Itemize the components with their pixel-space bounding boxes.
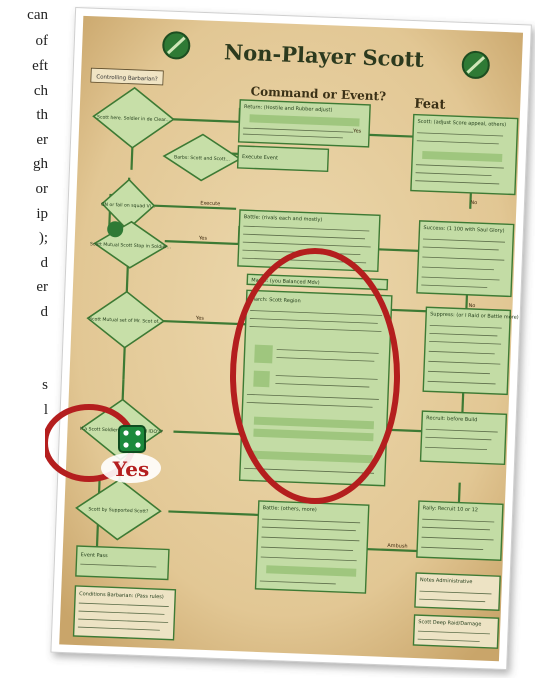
text-fragment: ip <box>36 206 48 222</box>
die-icon <box>118 425 146 453</box>
highlight-row <box>253 428 374 442</box>
flow-label: Yes <box>198 235 208 241</box>
terminal-circle <box>107 221 124 238</box>
controlling-label: Controlling Barbarian? <box>96 74 158 82</box>
text-fragment: or <box>35 181 49 197</box>
column-header-right: Feat <box>414 97 446 113</box>
box-title: Recruit: before Build <box>426 415 477 423</box>
map-symbol-icon <box>253 370 270 388</box>
rally-small-box <box>419 410 508 466</box>
decision-text: Barbs: Scott and Scott... <box>174 154 230 162</box>
highlight-row <box>249 114 360 127</box>
left-page-text-fragments: can of eft ch th er gh or ip ); d er d s… <box>0 0 52 430</box>
text-fragment: of <box>35 33 49 49</box>
flow-label: Ambush <box>387 543 408 550</box>
controlling-label-box <box>90 67 164 86</box>
text-fragment: eft <box>32 58 48 74</box>
text-fragment: d <box>40 304 49 320</box>
flow-label: Execute <box>200 200 220 207</box>
raid-box <box>422 306 512 396</box>
text-fragment: s <box>42 377 48 393</box>
text-fragment: gh <box>33 156 48 172</box>
box-title: March: Scott Region <box>250 296 300 304</box>
box-title: Conditions Barbarian: (Pass rules) <box>79 591 164 600</box>
decision-diamond <box>92 86 175 149</box>
column-header-left: Command or Event? <box>250 84 386 103</box>
box-title: Battle: (rivals each and mostly) <box>244 214 323 223</box>
event-pass-box <box>75 545 170 581</box>
highlight-ellipse-march <box>230 248 400 504</box>
box-title: Notes Administrative <box>420 577 473 585</box>
box-title: March: (you Balanced Mdv) <box>251 277 320 286</box>
box-title: Scott: (adjust Score appeal, others) <box>417 119 506 128</box>
decision-text: Scott Mutual Scott Stop in Soldier... <box>90 241 171 250</box>
box-title: Suppress: (or I Raid or Battle more) <box>430 311 519 320</box>
flow-label: Yes <box>195 315 205 321</box>
text-fragment: er <box>36 279 48 295</box>
box-title: Return: (Hostile and Rubber adjust) <box>244 104 333 113</box>
highlight-row <box>253 416 375 430</box>
decision-text: ON or fail on squad Vi... <box>101 202 156 210</box>
notes-box <box>414 572 501 611</box>
text-fragment: ch <box>33 83 48 99</box>
decision-diamond <box>162 133 242 182</box>
box-title: Rally: Recruit 10 or 12 <box>423 505 479 513</box>
box-title: Success: (1 100 with Saul Glory) <box>423 225 504 234</box>
highlight-row <box>252 450 373 464</box>
box-title: Event Pass <box>81 552 109 559</box>
flow-label: No <box>470 200 477 206</box>
box-title: Scott Deep Raid/Damage <box>418 619 481 627</box>
decision-diamond <box>86 290 166 349</box>
execute-event-box <box>236 145 330 173</box>
flow-label: Yes <box>352 128 362 134</box>
box-title: Battle: (others, more) <box>262 505 316 513</box>
decision-text: Scott by Supported Scott? <box>88 506 149 514</box>
highlight-row <box>422 150 503 163</box>
flowchart-svg: Non-Player Scott Command or Event? Feat … <box>45 7 532 671</box>
march-bar <box>246 273 389 291</box>
battle2-box <box>254 500 370 594</box>
yes-label-backdrop <box>101 453 161 483</box>
text-fragment: can <box>27 7 48 23</box>
text-fragment: er <box>36 132 48 148</box>
map-symbol-icon <box>254 344 273 364</box>
decision-text: Scott here. Soldier in de Clear... <box>97 114 170 123</box>
text-fragment: ); <box>38 230 48 246</box>
box-title: Execute Event <box>242 154 278 161</box>
text-fragment: l <box>43 402 48 418</box>
text-fragment: d <box>40 255 49 271</box>
body-text-lines <box>77 127 506 642</box>
yes-label: Yes <box>112 457 150 481</box>
decision-diamond <box>75 478 162 541</box>
highlight-row <box>266 565 357 577</box>
reinforce-box <box>416 500 504 561</box>
decision-text: Scott Mutual set of Mr. Scot of... <box>89 316 162 325</box>
flow-label: No <box>468 303 475 309</box>
flowchart-sheet: Non-Player Scott Command or Event? Feat … <box>45 6 535 678</box>
text-fragment: th <box>36 107 48 123</box>
